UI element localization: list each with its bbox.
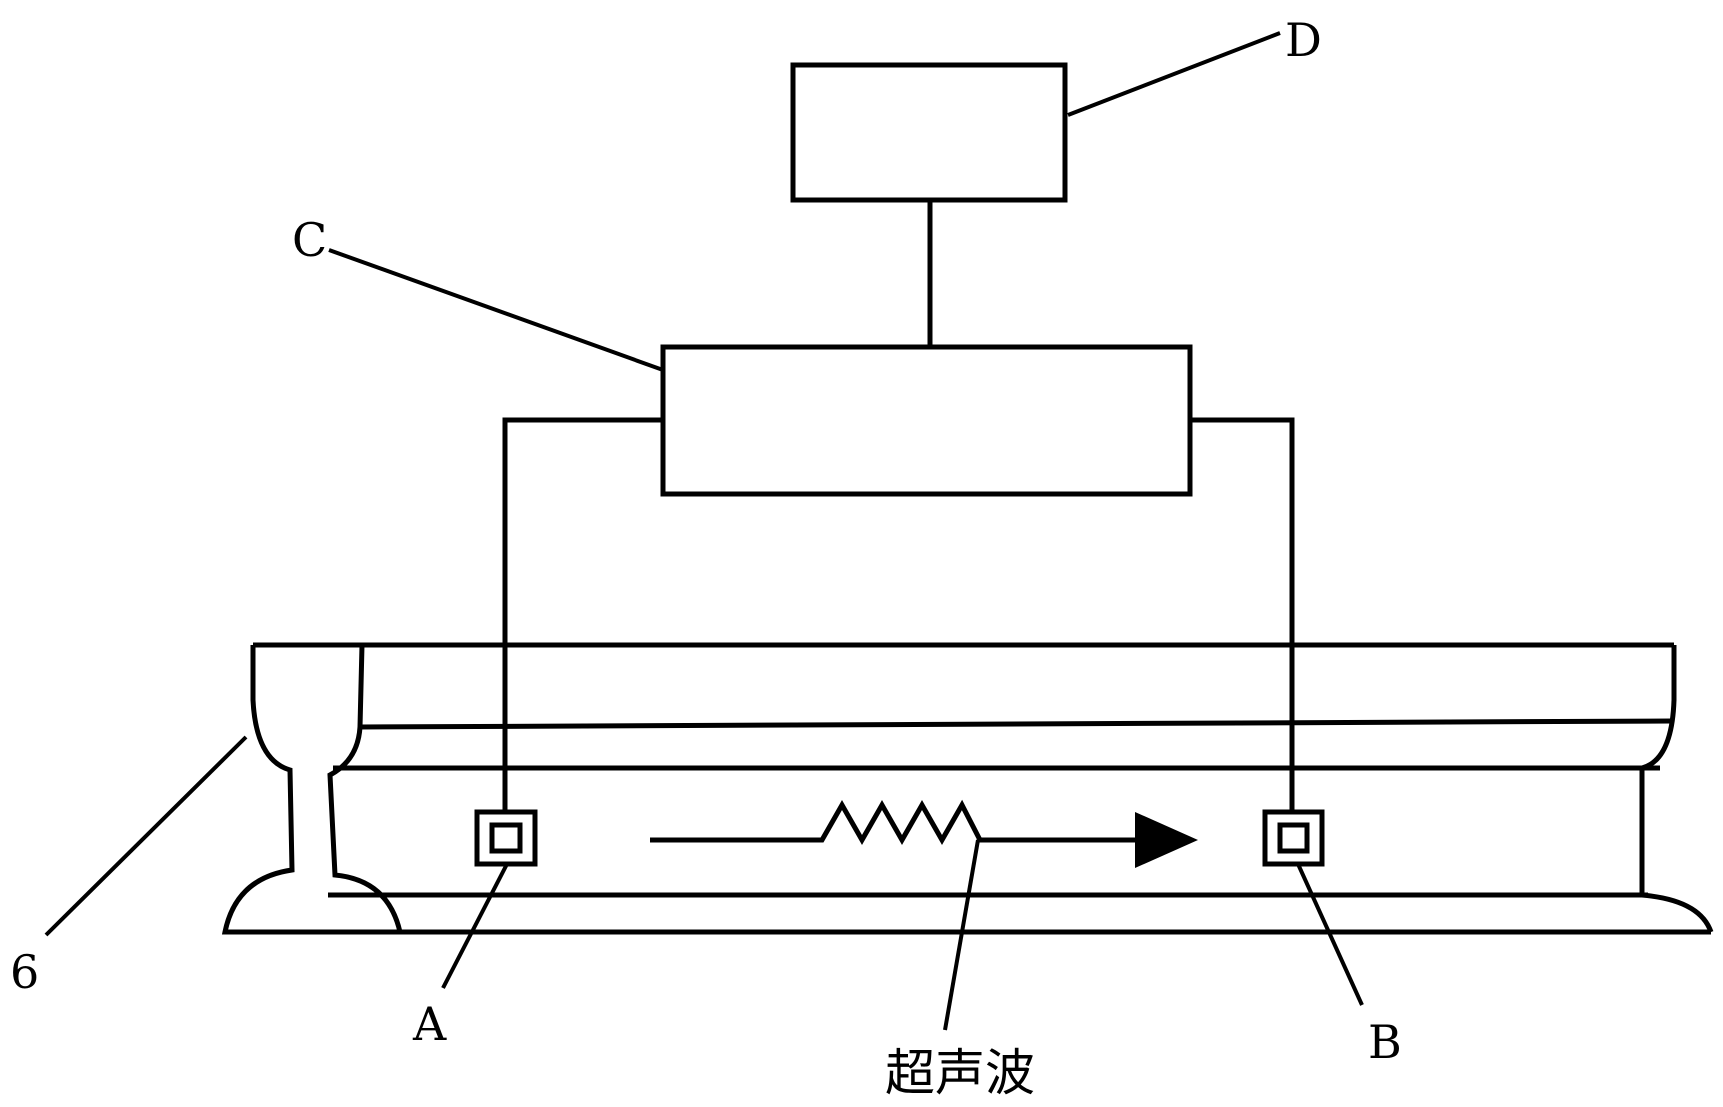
wire-c-to-a [502, 417, 663, 812]
rail-right-end [1639, 645, 1714, 933]
label-ultrasonic-wave: 超声波 [885, 1044, 1035, 1102]
rail-head-bottom [359, 718, 1673, 730]
leader-d [1067, 31, 1281, 117]
label-c: C [292, 213, 327, 267]
box-d [790, 62, 1068, 203]
wave-arrowhead [1135, 812, 1198, 868]
rail-cross-section [221, 644, 404, 935]
leader-wave [943, 839, 980, 1031]
ultrasonic-wave-arrow [650, 799, 1198, 868]
sensor-a [474, 809, 538, 867]
label-b: B [1368, 1015, 1402, 1069]
label-d: D [1285, 13, 1322, 67]
label-rail-6: 6 [10, 945, 39, 999]
box-c [660, 344, 1193, 497]
rail [221, 642, 1714, 935]
label-a: A [412, 997, 447, 1051]
leader-c [328, 248, 664, 372]
wave-zigzag-line [650, 799, 1140, 846]
sensor-b [1262, 809, 1325, 867]
leader-a [441, 863, 509, 989]
wire-c-to-b [1190, 417, 1295, 812]
leader-rail [44, 735, 248, 937]
leader-b [1296, 863, 1364, 1006]
